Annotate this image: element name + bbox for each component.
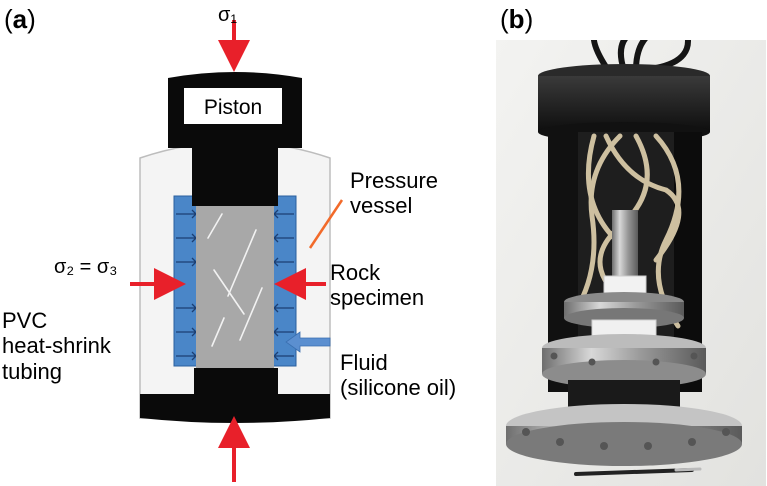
panel-b-label: (b) bbox=[500, 4, 534, 34]
pressure-vessel-pointer bbox=[308, 199, 344, 249]
pen bbox=[574, 468, 694, 476]
fluid-label: Fluid (silicone oil) bbox=[340, 350, 457, 401]
pvc-label: PVC heat-shrink tubing bbox=[2, 308, 111, 384]
flange-bottom bbox=[506, 422, 742, 466]
sigma23-label: σ₂ = σ₃ bbox=[54, 256, 118, 278]
apparatus-photo bbox=[496, 40, 766, 486]
piston-bottom bbox=[140, 368, 330, 423]
flange-bolts bbox=[522, 352, 730, 450]
pressure-vessel-label: Pressure vessel bbox=[350, 168, 439, 219]
triaxial-cell-schematic: Piston bbox=[130, 20, 344, 482]
rock-fractures bbox=[207, 213, 263, 347]
panel-a-label: (a) bbox=[4, 4, 36, 34]
white-collar bbox=[603, 275, 647, 295]
rock-specimen bbox=[196, 200, 274, 370]
center-column bbox=[612, 210, 638, 280]
fluid-left bbox=[173, 195, 199, 367]
piston-label: Piston bbox=[204, 96, 262, 119]
rock-specimen-label: Rock specimen bbox=[330, 260, 425, 311]
piston-label-box bbox=[184, 88, 282, 124]
fluid-pointer-arrow bbox=[285, 331, 331, 353]
sigma1-label: σ₁ bbox=[218, 4, 238, 26]
